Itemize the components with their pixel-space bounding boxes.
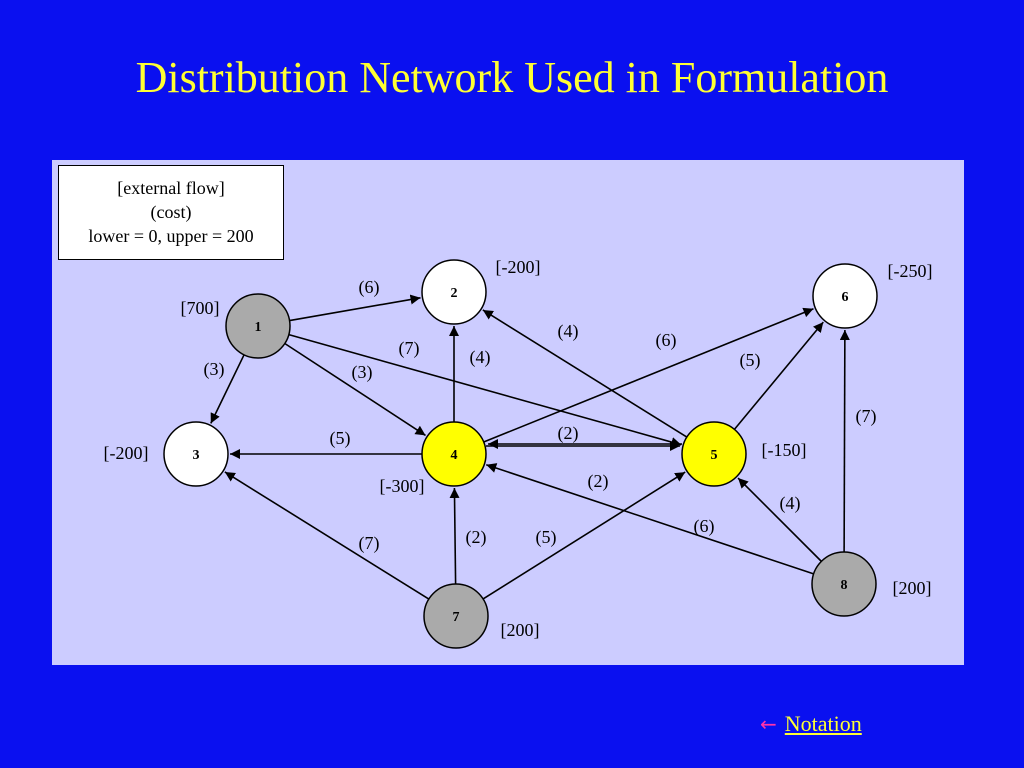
node-3: [163, 421, 229, 487]
node-flow-6: [-250]: [888, 261, 933, 281]
node-flow-7: [200]: [501, 620, 540, 640]
node-label-3: 3: [193, 448, 200, 463]
arc-1-3: [210, 354, 245, 424]
arc-cost-7-4: (2): [466, 527, 487, 548]
node-7: [423, 583, 489, 649]
node-label-2: 2: [451, 286, 458, 301]
node-flow-1: [700]: [181, 298, 220, 318]
page-title: Distribution Network Used in Formulation: [135, 53, 889, 102]
arc-cost-5-6: (5): [740, 350, 761, 371]
arc-8-4: [486, 463, 814, 575]
node-flow-2: [-200]: [496, 257, 541, 277]
node-label-8: 8: [841, 578, 848, 593]
arc-cost-4-3: (5): [330, 428, 351, 449]
arc-cost-1-2: (6): [359, 277, 380, 298]
arc-cost-8-5: (4): [780, 493, 801, 514]
arc-cost-4-5: (2): [558, 423, 579, 444]
nodes-layer: 1 2 3 4 5 6 7 8: [163, 259, 878, 649]
node-label-5: 5: [711, 448, 718, 463]
arc-4-6: [483, 307, 814, 443]
legend-cost: (cost): [150, 202, 192, 222]
arc-1-2: [289, 294, 421, 322]
arc-1-4: [284, 342, 426, 437]
labels-layer: (6) (3) (3) (7) (4) (4) (6) (5) (7) (5) (2) (2) (4) (…: [104, 257, 933, 640]
legend-box: [external flow] (cost) lower = 0, upper …: [58, 165, 284, 260]
arc-5-6: [733, 321, 824, 430]
arc-7-3: [224, 471, 430, 600]
arc-8-5: [737, 477, 822, 562]
arc-cost-7-5: (5): [536, 527, 557, 548]
node-6: [812, 263, 878, 329]
node-flow-8: [200]: [893, 578, 932, 598]
arc-7-5: [482, 471, 686, 600]
node-label-7: 7: [453, 610, 460, 625]
arc-cost-8-6: (7): [856, 406, 877, 427]
notation-nav[interactable]: ← Notation: [760, 710, 862, 738]
node-flow-4: [-300]: [380, 476, 425, 496]
arc-cost-1-4: (3): [352, 362, 373, 383]
legend-bounds: lower = 0, upper = 200: [88, 226, 254, 246]
arc-8-6: [839, 329, 850, 553]
arc-cost-5-4: (2): [588, 471, 609, 492]
node-flow-3: [-200]: [104, 443, 149, 463]
node-4: [421, 421, 487, 487]
arc-cost-4-6: (6): [656, 330, 677, 351]
arc-cost-8-4: (6): [694, 516, 715, 537]
arc-5-2: [482, 309, 688, 438]
node-2: [421, 259, 487, 325]
legend-external-flow: [external flow]: [117, 178, 225, 198]
arc-cost-4-2: (4): [470, 347, 491, 368]
arc-cost-1-3: (3): [204, 359, 225, 380]
arc-7-4: [449, 487, 460, 585]
node-label-1: 1: [255, 320, 262, 335]
arc-1-5: [288, 333, 682, 447]
arcs-layer: [210, 294, 850, 600]
left-arrow-icon: ←: [760, 712, 777, 736]
arc-cost-5-2: (4): [558, 321, 579, 342]
node-8: [811, 551, 877, 617]
node-5: [681, 421, 747, 487]
node-flow-5: [-150]: [762, 440, 807, 460]
node-label-4: 4: [451, 448, 458, 463]
notation-link[interactable]: Notation: [784, 711, 862, 736]
node-label-6: 6: [842, 290, 849, 305]
arc-cost-1-5: (7): [399, 338, 420, 359]
arc-cost-7-3: (7): [359, 533, 380, 554]
node-1: [225, 293, 291, 359]
